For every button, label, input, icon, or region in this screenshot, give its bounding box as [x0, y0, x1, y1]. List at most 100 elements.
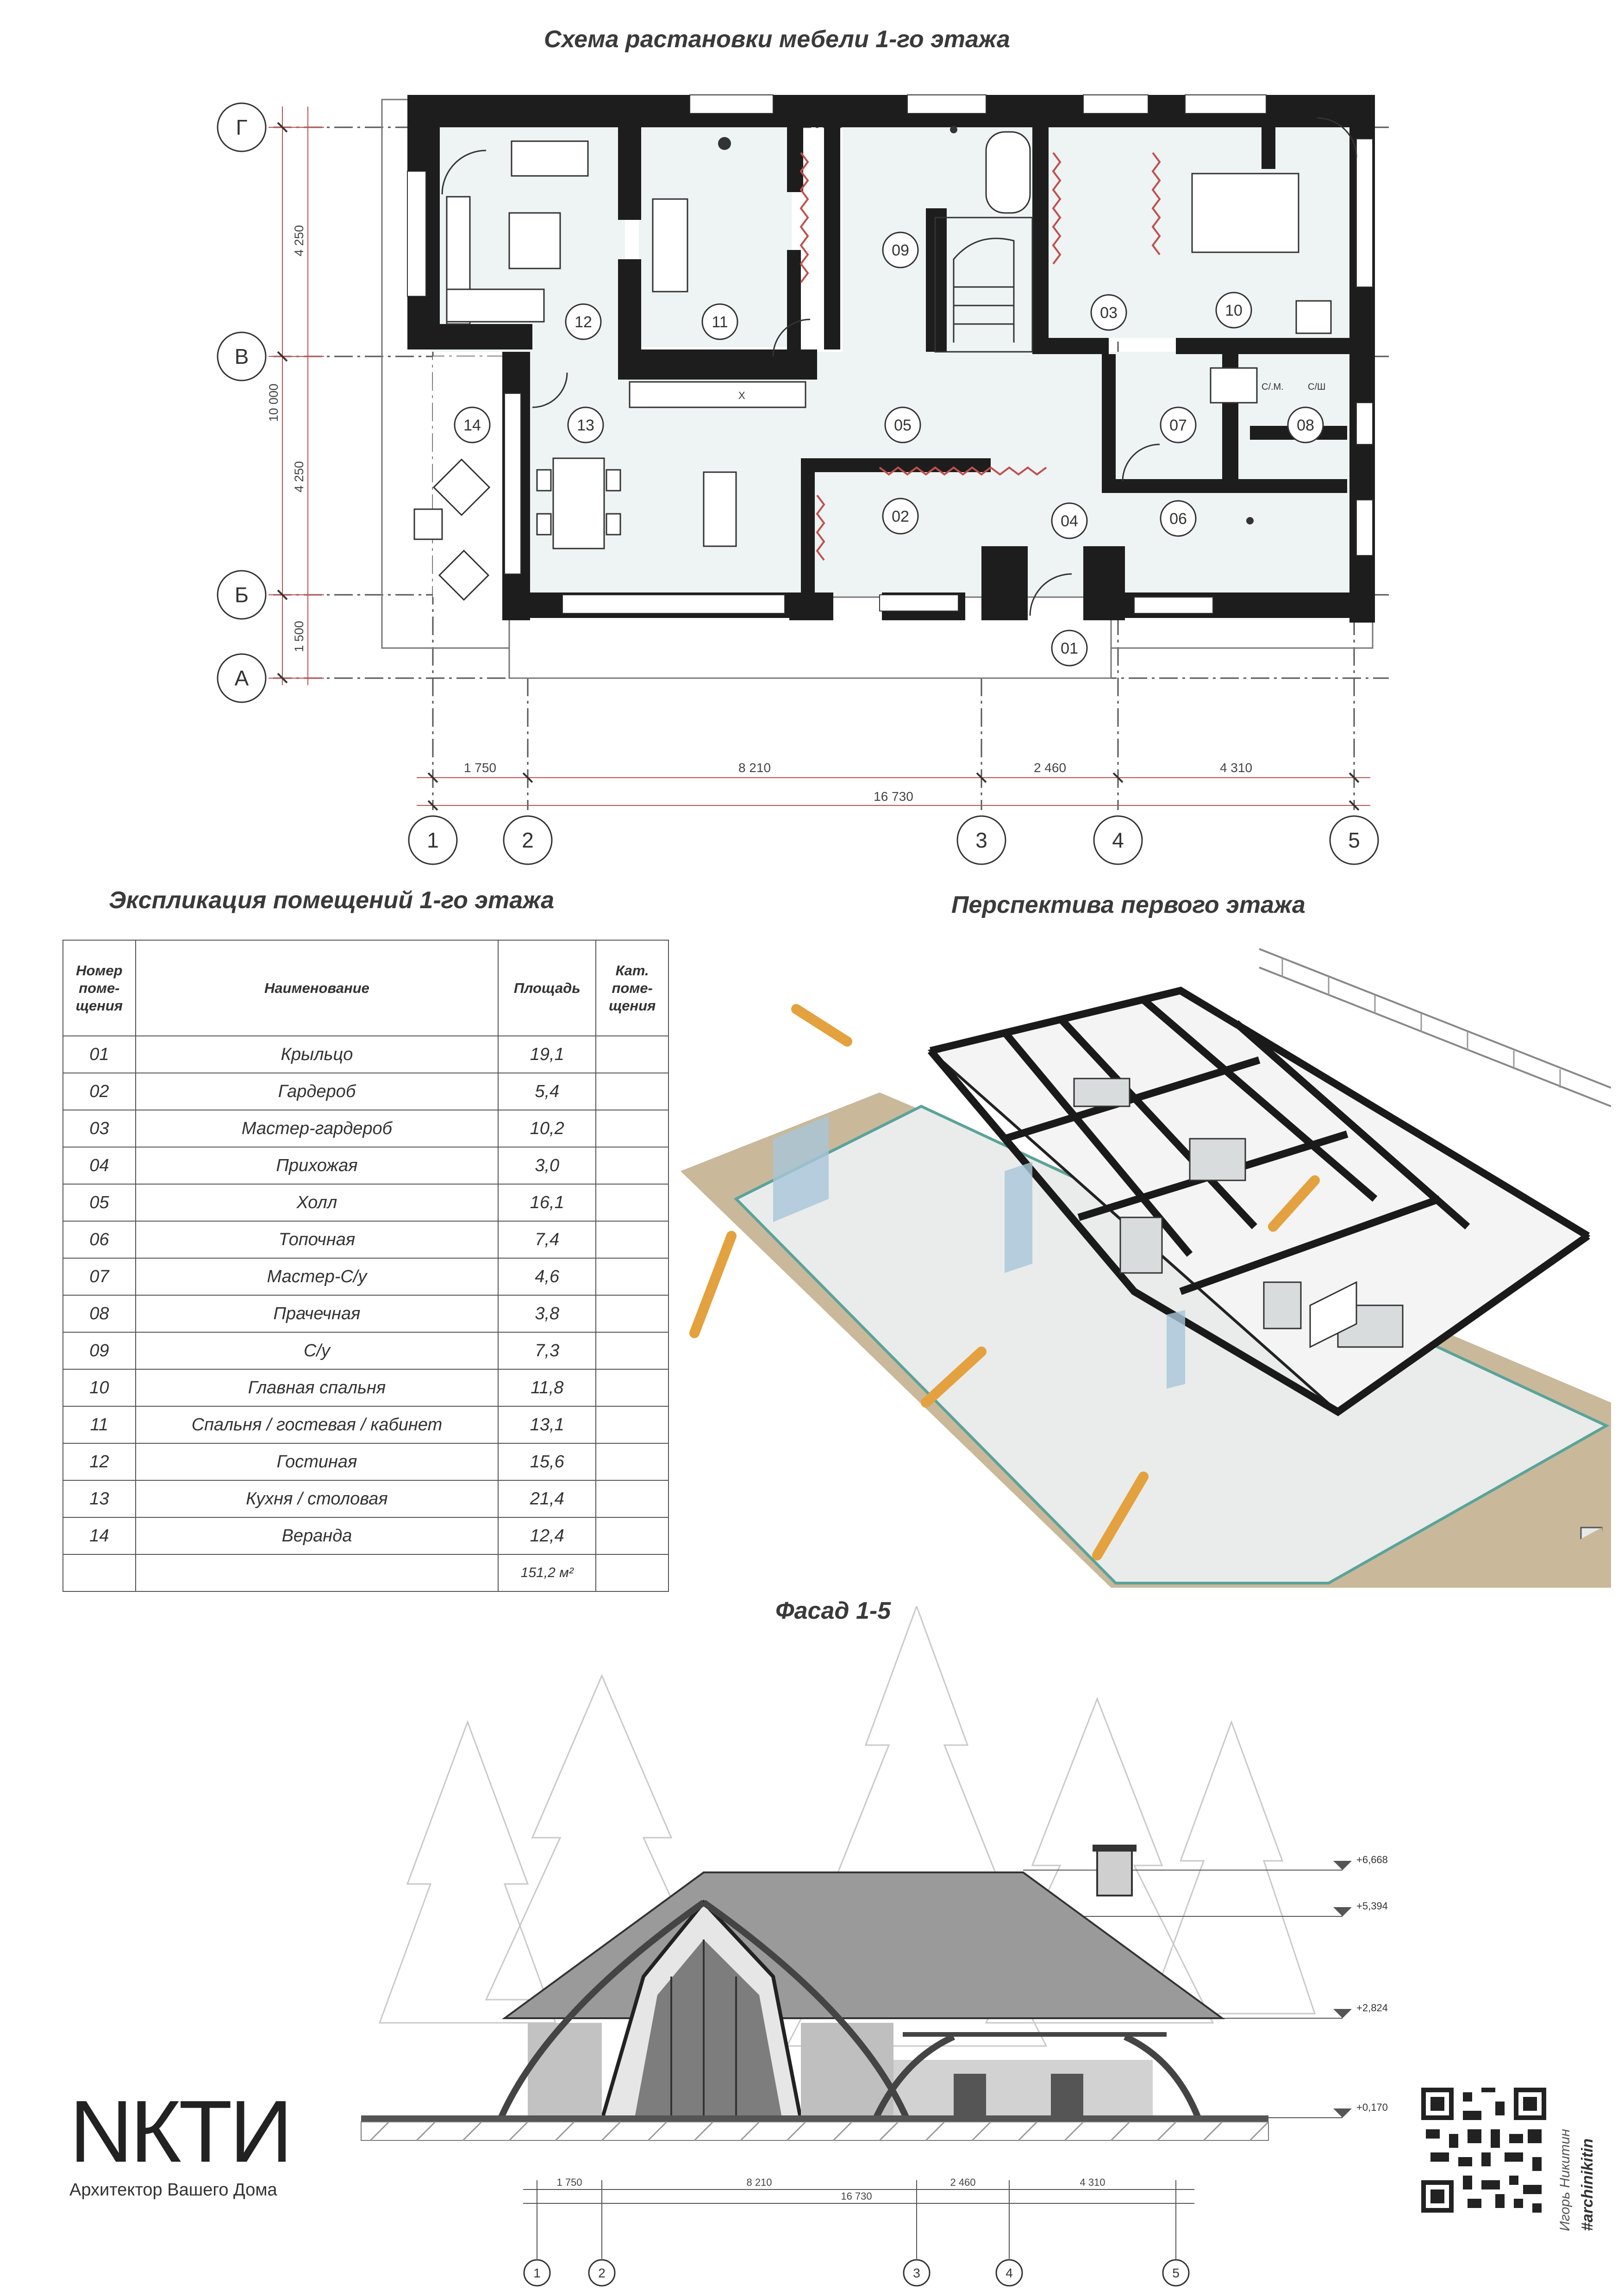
- cell-num: 08: [62, 1295, 136, 1333]
- qr-code[interactable]: [1421, 2088, 1546, 2213]
- dim-col-1: 1 750: [464, 761, 496, 775]
- author-tag: #archinikitin: [1579, 2139, 1596, 2231]
- perspective-render: [681, 948, 1611, 1588]
- facade-level-eave: +2,824: [1356, 2002, 1388, 2014]
- facade-dim-col-3: 2 460: [950, 2177, 975, 2188]
- cell-cat: [595, 1110, 669, 1148]
- header-cat: Кат. поме- щения: [595, 940, 669, 1036]
- cell-name: Гардероб: [135, 1073, 499, 1110]
- cell-cat: [595, 1480, 669, 1518]
- cell-area: 11,8: [498, 1369, 597, 1407]
- cell-name: Прачечная: [135, 1295, 499, 1333]
- axis-row-V: В: [235, 344, 249, 368]
- cell-name: Топочная: [135, 1221, 499, 1259]
- facade-dim-total: 16 730: [841, 2190, 872, 2202]
- cell-cat: [595, 1221, 669, 1259]
- room-tag-04: 04: [1061, 512, 1078, 530]
- table-header-row: Номер поме- щения Наименование Площадь К…: [62, 940, 669, 1036]
- room-tag-10: 10: [1225, 302, 1243, 319]
- author-name: Игорь Никитин: [1557, 2129, 1573, 2231]
- cell-area: 19,1: [498, 1035, 597, 1073]
- cell-cat: [595, 1369, 669, 1407]
- dim-row-3: 1 500: [292, 621, 306, 652]
- cell-name: Гостиная: [135, 1443, 499, 1481]
- cell-area: 16,1: [498, 1184, 597, 1222]
- total-cat: [595, 1554, 669, 1592]
- cell-cat: [595, 1258, 669, 1296]
- axis-col-5: 5: [1348, 828, 1360, 852]
- dim-col-3: 2 460: [1034, 761, 1066, 775]
- dim-row-1: 4 250: [292, 225, 306, 256]
- axis-row-G: Г: [236, 115, 248, 139]
- room-tag-13: 13: [577, 417, 594, 434]
- cell-cat: [595, 1443, 669, 1481]
- cell-area: 10,2: [498, 1110, 597, 1148]
- cell-area: 7,3: [498, 1332, 597, 1370]
- room-tag-08: 08: [1297, 417, 1314, 434]
- room-tag-01: 01: [1061, 640, 1078, 657]
- dim-row-2: 4 250: [292, 461, 306, 493]
- total-area: 151,2 м²: [498, 1554, 597, 1592]
- facade-axis-4: 4: [1006, 2266, 1013, 2280]
- cell-area: 13,1: [498, 1406, 597, 1444]
- room-tag-07: 07: [1169, 417, 1187, 434]
- facade-title: Фасад 1-5: [775, 1597, 891, 1624]
- axis-col-1: 1: [427, 828, 439, 852]
- room-tag-03: 03: [1100, 304, 1118, 322]
- fixture-label-dryer: С/Ш: [1308, 382, 1325, 392]
- facade-axis-5: 5: [1172, 2266, 1180, 2280]
- total-num: [62, 1554, 136, 1592]
- brand-logo: NКТИ: [69, 2088, 292, 2171]
- fixture-label-washer: С/.М.: [1262, 382, 1284, 392]
- cell-area: 21,4: [498, 1480, 597, 1518]
- cell-area: 5,4: [498, 1073, 597, 1110]
- cell-area: 3,0: [498, 1147, 597, 1185]
- cell-num: 06: [62, 1221, 136, 1259]
- cell-name: Прихожая: [135, 1147, 499, 1185]
- axis-row-B: Б: [235, 583, 249, 607]
- cell-name: Крыльцо: [135, 1035, 499, 1073]
- cell-name: Холл: [135, 1184, 499, 1222]
- dim-col-4: 4 310: [1220, 761, 1252, 775]
- cell-num: 02: [62, 1073, 136, 1110]
- cell-cat: [595, 1073, 669, 1110]
- cell-cat: [595, 1517, 669, 1555]
- facade-dim-col-1: 1 750: [556, 2177, 582, 2188]
- room-tag-14: 14: [463, 417, 481, 434]
- facade-axis-2: 2: [598, 2266, 606, 2280]
- room-tag-12: 12: [575, 313, 592, 331]
- room-tag-06: 06: [1169, 510, 1187, 528]
- cell-area: 3,8: [498, 1295, 597, 1333]
- dim-col-2: 8 210: [738, 761, 771, 775]
- cell-num: 13: [62, 1480, 136, 1518]
- cell-cat: [595, 1406, 669, 1444]
- room-tag-02: 02: [892, 508, 909, 525]
- fixture-label-x: X: [738, 390, 745, 401]
- floor-plan: X С/.М. С/Ш 01 02 03 04 05 06 07 08 09 1…: [217, 94, 1389, 865]
- brand-logo-text: NКТИ: [69, 2088, 290, 2171]
- facade-level-ridge: +5,394: [1356, 1900, 1388, 1912]
- cell-num: 11: [62, 1406, 136, 1444]
- table-total-row: 151,2 м²: [62, 1554, 669, 1592]
- author-signature: Игорь Никитин #archinikitin: [1557, 2129, 1596, 2231]
- axis-col-2: 2: [522, 828, 534, 852]
- explication-title: Экспликация помещений 1-го этажа: [109, 887, 554, 914]
- facade-elevation: +6,668 +5,394 +2,824 +0,170: [361, 1606, 1388, 2287]
- cell-name: Веранда: [135, 1517, 499, 1555]
- room-tag-11: 11: [712, 313, 728, 331]
- cell-num: 01: [62, 1035, 136, 1073]
- cell-num: 07: [62, 1258, 136, 1296]
- cell-cat: [595, 1332, 669, 1370]
- cell-name: Мастер-гардероб: [135, 1110, 499, 1148]
- cell-num: 14: [62, 1517, 136, 1555]
- facade-level-floor: +0,170: [1356, 2102, 1388, 2113]
- brand-caption: Архитектор Вашего Дома: [69, 2180, 277, 2200]
